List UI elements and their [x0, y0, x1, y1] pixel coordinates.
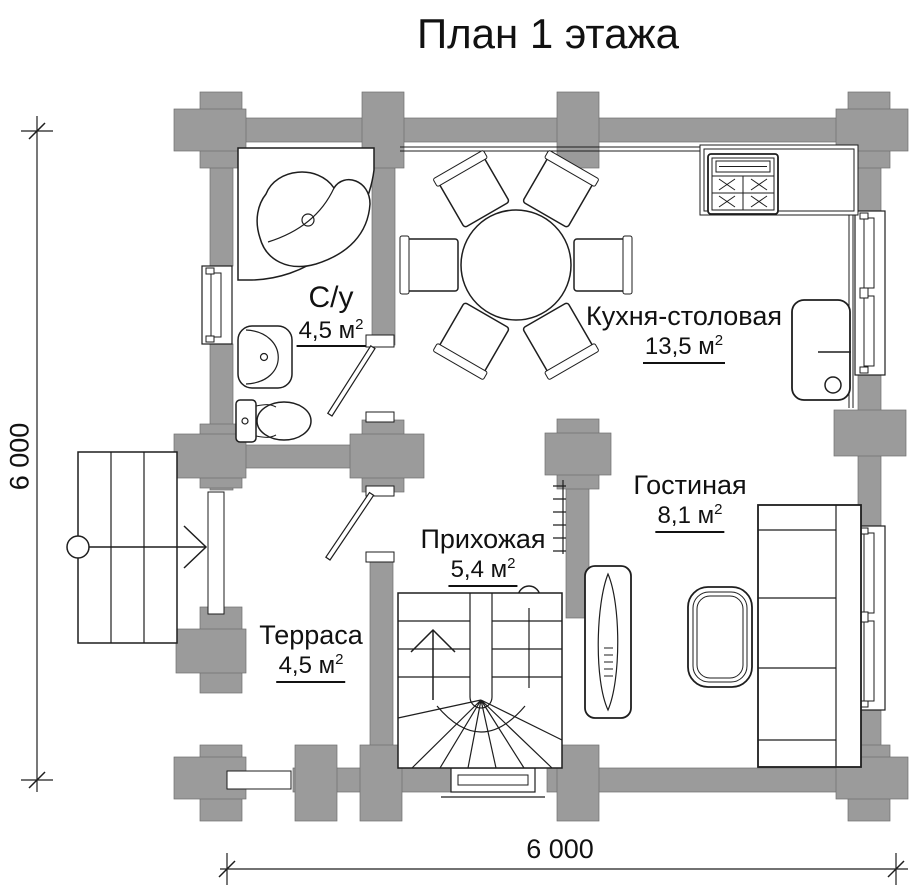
hall-cabinet-icon: [584, 565, 632, 719]
kitchen-sink-unit-icon: [791, 299, 851, 401]
room-label-hall: Прихожая 5,4 м2: [420, 524, 546, 588]
room-name: С/у: [308, 281, 354, 314]
stairs-up-arrow-icon: [410, 628, 456, 700]
bathroom-door-leaf: [326, 334, 395, 423]
coffee-table-icon: [687, 586, 753, 688]
kitchen-window-icon: [854, 210, 886, 376]
room-name: Гостиная: [633, 470, 747, 500]
terrace-railing: [207, 491, 292, 790]
windows: [201, 210, 886, 798]
kitchen-equipment: [699, 144, 859, 401]
toilet-icon: [235, 399, 312, 443]
room-name: Терраса: [259, 620, 363, 650]
room-label-bathroom: С/у 4,5 м2: [296, 281, 366, 348]
bathroom-fixtures: [235, 147, 375, 443]
room-label-terrace: Терраса 4,5 м2: [259, 620, 363, 684]
room-area: 4,5 м2: [276, 652, 346, 684]
room-area: 8,1 м2: [655, 502, 725, 534]
winder-staircase: [397, 592, 563, 769]
room-name: Кухня-столовая: [586, 301, 782, 331]
living-room-furniture: [687, 504, 862, 768]
room-area: 13,5 м2: [642, 333, 726, 365]
room-label-living: Гостиная 8,1 м2: [633, 470, 747, 534]
terrace-door-leaf: [325, 485, 395, 563]
dimension-label-bottom: 6 000: [526, 834, 594, 864]
corner-bathtub-icon: [237, 147, 375, 281]
doors: [325, 334, 395, 563]
gas-stove-icon: [707, 153, 779, 215]
wall-log-ends: [173, 91, 909, 822]
coat-rack-icon: [553, 480, 566, 554]
entry-arrow-icon: [66, 525, 208, 569]
room-area: 5,4 м2: [448, 556, 518, 588]
room-name: Прихожая: [420, 524, 546, 554]
sofa-icon: [757, 504, 862, 768]
entrance-steps: [66, 451, 208, 644]
bathroom-window-icon: [201, 265, 233, 345]
dimension-left: [21, 116, 53, 792]
stairs-window-icon: [441, 767, 545, 798]
page-title: План 1 этажа: [416, 10, 680, 57]
round-dining-table-icon: [460, 209, 572, 321]
washbasin-icon: [237, 325, 293, 389]
dining-set: [399, 149, 633, 381]
room-label-kitchen: Кухня-столовая 13,5 м2: [586, 301, 782, 365]
room-area: 4,5 м2: [296, 317, 366, 348]
dimension-label-left: 6 000: [4, 422, 35, 491]
dimension-bottom: [218, 853, 908, 885]
